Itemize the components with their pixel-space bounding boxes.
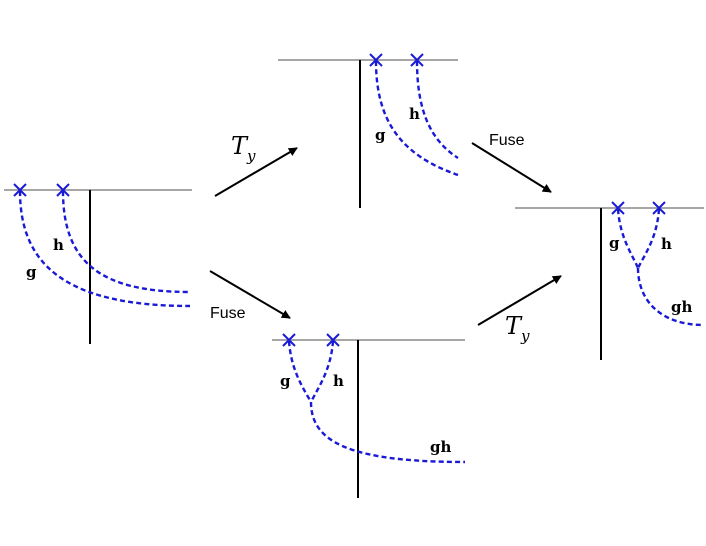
anyon-cross-icon bbox=[410, 53, 424, 67]
arrow-icon bbox=[471, 142, 552, 193]
anyon-cross-icon bbox=[652, 201, 666, 215]
anyon-cross-icon bbox=[56, 183, 70, 197]
label-h: h bbox=[661, 235, 672, 253]
arrow-icon bbox=[477, 275, 562, 326]
panel-translated: g h bbox=[278, 53, 459, 208]
anyon-cross-icon bbox=[611, 201, 625, 215]
label-g: g bbox=[375, 126, 386, 144]
panel-fused: g h gh bbox=[272, 333, 466, 498]
label-h: h bbox=[53, 236, 64, 254]
label-gh: gh bbox=[671, 298, 692, 316]
label-g: g bbox=[280, 372, 291, 390]
anyon-path-h bbox=[415, 60, 459, 160]
anyon-cross-icon bbox=[282, 333, 296, 347]
label-h: h bbox=[409, 105, 420, 123]
arrow-icon bbox=[214, 147, 298, 197]
anyon-path-gh bbox=[636, 267, 705, 327]
anyon-path-g bbox=[287, 340, 313, 403]
anyon-path-h bbox=[636, 208, 661, 269]
anyon-path-g bbox=[616, 208, 640, 269]
label-g: g bbox=[26, 263, 37, 281]
translation-label-top: Ty bbox=[231, 132, 256, 165]
fuse-label-top: Fuse bbox=[489, 132, 525, 149]
anyon-cross-icon bbox=[369, 53, 383, 67]
anyon-path-g bbox=[374, 60, 459, 177]
anyon-cross-icon bbox=[13, 183, 27, 197]
panel-initial: g h bbox=[4, 183, 192, 344]
label-h: h bbox=[333, 372, 344, 390]
label-g: g bbox=[609, 234, 620, 252]
anyon-cross-icon bbox=[326, 333, 340, 347]
anyon-path-g bbox=[18, 190, 191, 308]
translation-label-bottom: Ty bbox=[505, 312, 530, 345]
anyon-path-gh bbox=[309, 401, 466, 464]
arrow-icon bbox=[209, 270, 291, 319]
panel-result: g h gh bbox=[515, 201, 705, 360]
anyon-path-h bbox=[61, 190, 191, 294]
label-gh: gh bbox=[430, 438, 451, 456]
anyon-path-h bbox=[309, 340, 335, 403]
fuse-label-left: Fuse bbox=[210, 305, 246, 322]
